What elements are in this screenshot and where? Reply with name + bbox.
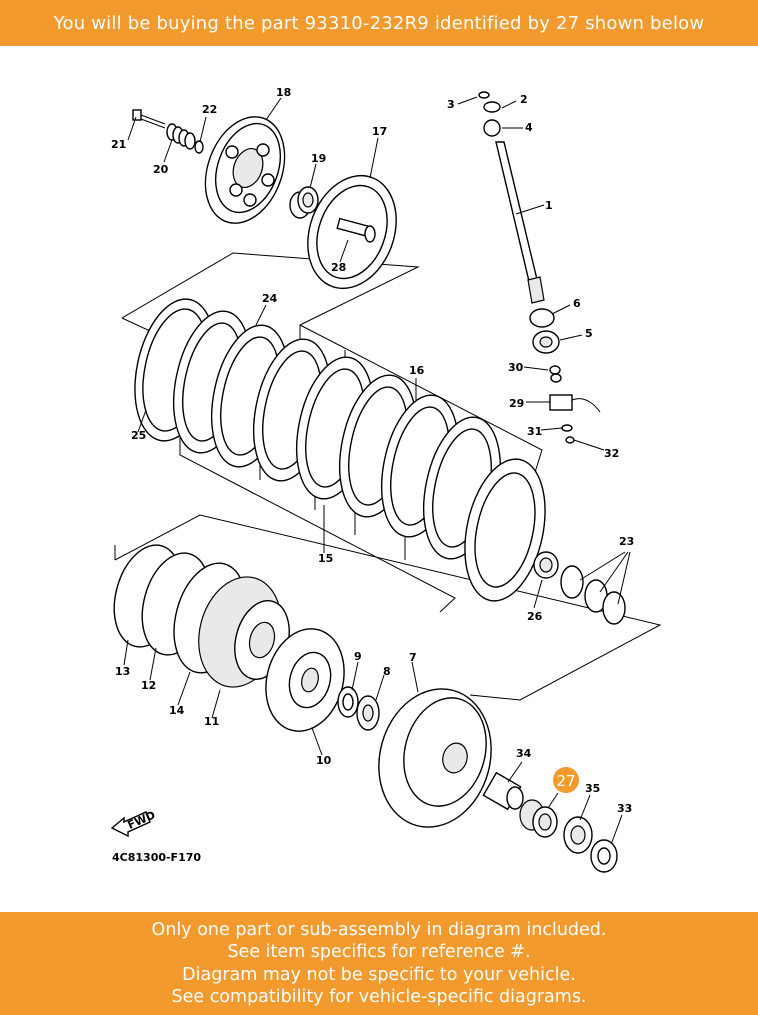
washer-33 [590, 839, 618, 873]
clutch-exploded-diagram: FWD 4C81300-F170 [110, 86, 662, 873]
hub-group-outline [114, 514, 662, 701]
bottom-banner-line-2: See item specifics for reference #. [227, 942, 531, 962]
label-8: 8 [383, 665, 391, 678]
label-4: 4 [525, 121, 533, 134]
label-5: 5 [585, 327, 593, 340]
lever-parts-29-32 [549, 365, 601, 444]
label-13: 13 [115, 665, 130, 678]
bearing-19 [289, 186, 319, 219]
label-21: 21 [111, 138, 126, 151]
label-26: 26 [527, 610, 543, 623]
needle-bearing-27 [519, 799, 558, 838]
bolt-spring-washer [132, 109, 204, 154]
label-20: 20 [153, 163, 169, 176]
label-7: 7 [409, 651, 417, 664]
bottom-banner-line-3: Diagram may not be specific to your vehi… [182, 964, 576, 985]
washers-8-9 [337, 686, 380, 731]
label-14: 14 [169, 704, 185, 717]
push-rod-1 [478, 91, 545, 304]
diagram-code: 4C81300-F170 [112, 851, 201, 864]
bearing-26 [533, 551, 559, 579]
friction-plate-stack [134, 298, 546, 602]
label-15: 15 [318, 552, 333, 565]
highlight-callout-27[interactable]: 27 [553, 767, 579, 793]
label-3: 3 [447, 98, 455, 111]
label-29: 29 [509, 397, 524, 410]
label-31: 31 [527, 425, 542, 438]
fwd-label: FWD [126, 808, 158, 832]
label-12: 12 [141, 679, 156, 692]
label-6: 6 [573, 297, 581, 310]
label-16: 16 [409, 364, 425, 377]
label-22: 22 [202, 103, 217, 116]
label-35: 35 [585, 782, 600, 795]
highlight-circle [553, 767, 579, 793]
label-24: 24 [262, 292, 278, 305]
label-30: 30 [508, 361, 524, 374]
label-32: 32 [604, 447, 619, 460]
label-19: 19 [311, 152, 326, 165]
bottom-banner: Only one part or sub-assembly in diagram… [0, 912, 758, 1015]
top-banner-text: You will be buying the part 93310-232R9 … [53, 12, 705, 34]
label-18: 18 [276, 86, 291, 99]
label-28: 28 [331, 261, 346, 274]
fwd-arrow-icon: FWD [110, 808, 158, 838]
pressure-plate [204, 116, 286, 224]
gear-35 [563, 816, 593, 854]
label-1: 1 [545, 199, 553, 212]
clutch-housing-7 [378, 688, 492, 828]
label-33: 33 [617, 802, 632, 815]
spacer-34 [482, 771, 524, 811]
label-34: 34 [516, 747, 532, 760]
leader-lines [123, 96, 623, 843]
bearings-5-6 [529, 308, 560, 354]
label-2: 2 [520, 93, 528, 106]
top-banner: You will be buying the part 93310-232R9 … [0, 0, 758, 46]
plate-10 [265, 628, 345, 732]
label-11: 11 [204, 715, 219, 728]
label-23: 23 [619, 535, 634, 548]
label-17: 17 [372, 125, 387, 138]
label-25: 25 [131, 429, 146, 442]
bottom-banner-line-4: See compatibility for vehicle-specific d… [171, 987, 587, 1007]
bottom-banner-line-1: Only one part or sub-assembly in diagram… [151, 919, 607, 940]
clutch-boss-11 [173, 562, 290, 688]
plate-washers-23 [560, 551, 631, 625]
highlight-label: 27 [556, 772, 575, 790]
part-labels: 1 2 3 4 5 6 7 8 9 10 11 12 13 14 15 16 1… [111, 86, 634, 815]
outer-plate-17 [307, 174, 397, 290]
label-10: 10 [316, 754, 332, 767]
label-9: 9 [354, 650, 362, 663]
